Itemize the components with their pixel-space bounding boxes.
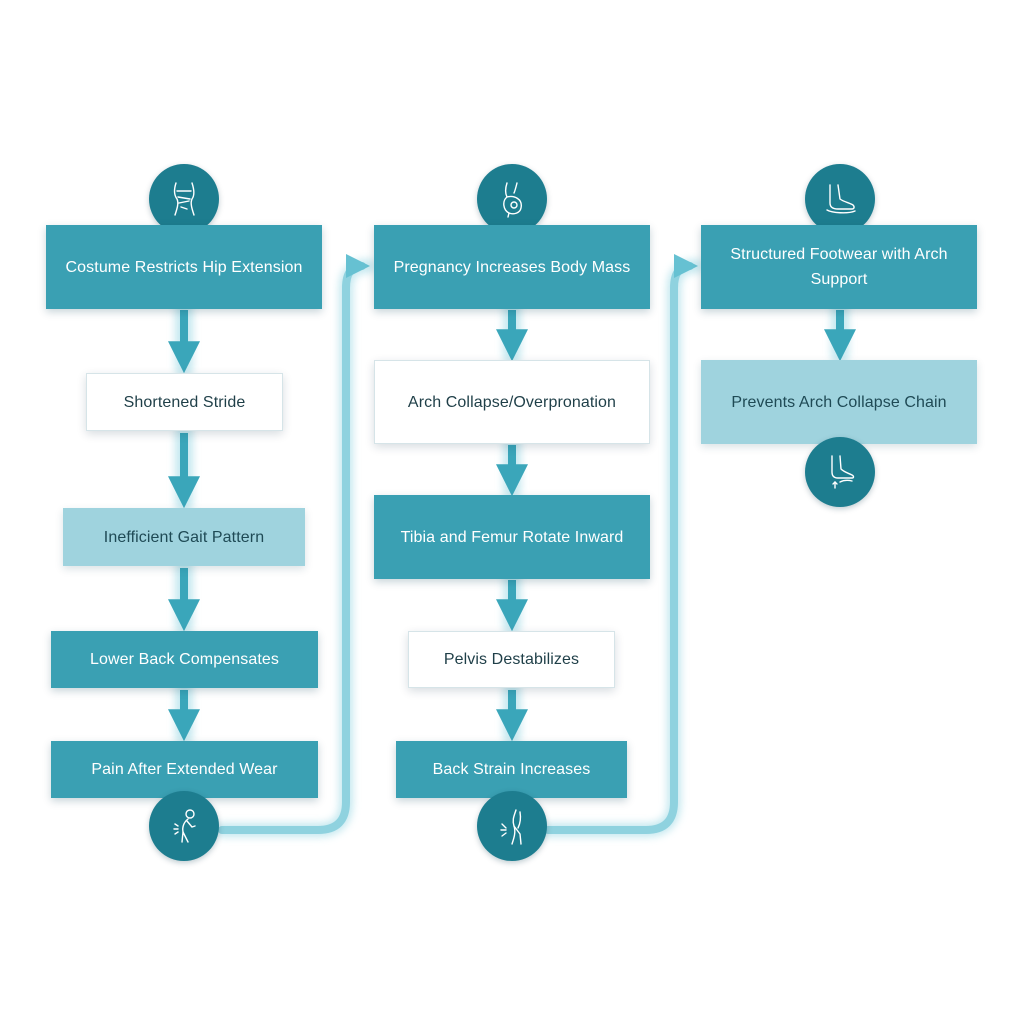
back-strain-figure-icon xyxy=(477,791,547,861)
node-shortened-stride: Shortened Stride xyxy=(86,373,283,431)
pregnant-belly-icon xyxy=(477,164,547,234)
node-structured-footwear-arch-support: Structured Footwear with Arch Support xyxy=(701,225,977,309)
node-inefficient-gait-pattern: Inefficient Gait Pattern xyxy=(63,508,305,566)
node-costume-restricts-hip-extension: Costume Restricts Hip Extension xyxy=(46,225,322,309)
connector-col2-to-col3 xyxy=(544,254,698,834)
node-back-strain-increases: Back Strain Increases xyxy=(396,741,627,798)
connector-col1-to-col2 xyxy=(218,254,370,834)
node-tibia-femur-rotate-inward: Tibia and Femur Rotate Inward xyxy=(374,495,650,579)
node-prevents-arch-collapse-chain: Prevents Arch Collapse Chain xyxy=(701,360,977,444)
node-arch-collapse-overpronation: Arch Collapse/Overpronation xyxy=(374,360,650,444)
foot-arch-support-icon xyxy=(805,437,875,507)
node-pregnancy-increases-body-mass: Pregnancy Increases Body Mass xyxy=(374,225,650,309)
shoe-insole-icon xyxy=(805,164,875,234)
hip-costume-icon xyxy=(149,164,219,234)
back-pain-figure-icon xyxy=(149,791,219,861)
node-pelvis-destabilizes: Pelvis Destabilizes xyxy=(408,631,615,688)
node-pain-after-extended-wear: Pain After Extended Wear xyxy=(51,741,318,798)
node-lower-back-compensates: Lower Back Compensates xyxy=(51,631,318,688)
